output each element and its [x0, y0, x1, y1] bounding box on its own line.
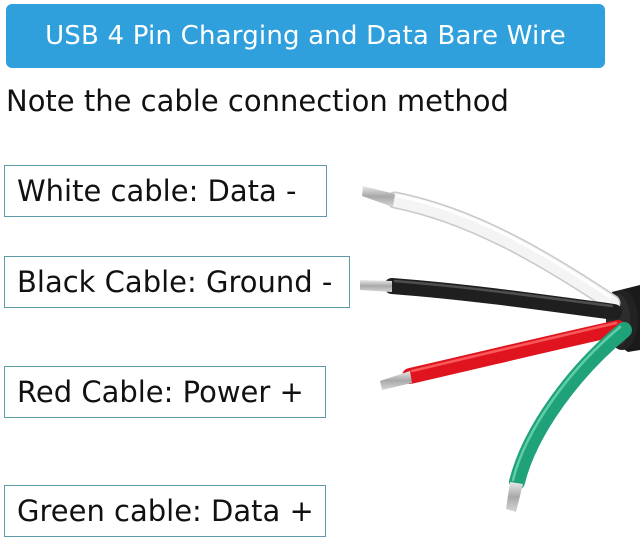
white-cable-label-text: White cable: Data -: [17, 174, 297, 208]
red-wire: [380, 320, 626, 390]
red-cable-label-text: Red Cable: Power +: [17, 375, 304, 409]
title-banner: USB 4 Pin Charging and Data Bare Wire: [6, 4, 605, 68]
red-wire-tip: [380, 371, 412, 390]
black-wire-tip: [360, 280, 392, 292]
green-wire-tip: [506, 482, 523, 512]
green-cable-label: Green cable: Data +: [4, 485, 326, 537]
black-cable-label: Black Cable: Ground -: [4, 256, 350, 308]
black-cable-label-text: Black Cable: Ground -: [17, 265, 333, 299]
green-cable-label-text: Green cable: Data +: [17, 494, 314, 528]
banner-title: USB 4 Pin Charging and Data Bare Wire: [45, 21, 566, 51]
note-text: Note the cable connection method: [6, 84, 509, 118]
red-cable-label: Red Cable: Power +: [4, 366, 326, 418]
white-wire: [362, 186, 621, 312]
black-wire: [360, 278, 622, 320]
white-wire-tip: [362, 186, 395, 207]
white-cable-label: White cable: Data -: [4, 165, 327, 217]
green-wire: [506, 322, 632, 512]
